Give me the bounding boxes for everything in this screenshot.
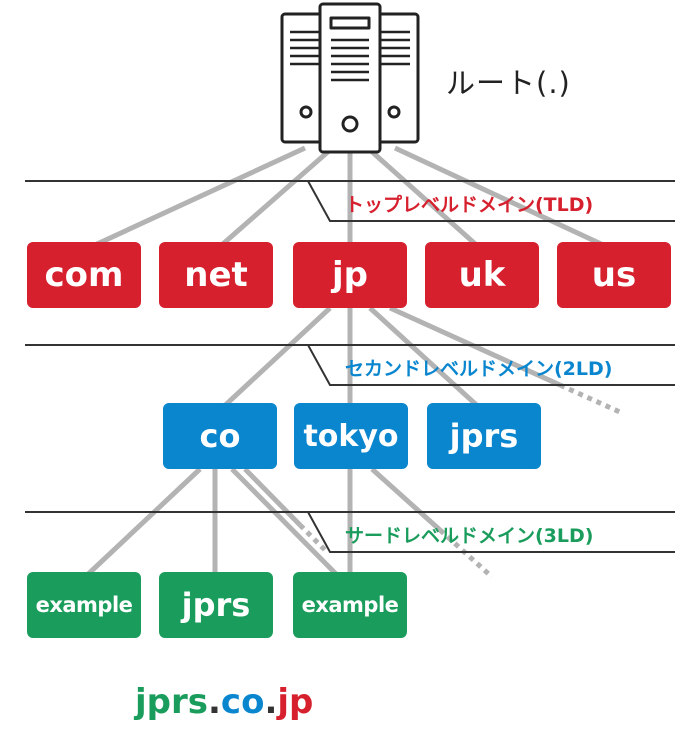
edge-co-more (243, 467, 302, 527)
tld-level-label: トップレベルドメイン(TLD) (345, 194, 594, 216)
server-rack-icon (280, 2, 420, 154)
domain-part-jp: jp (277, 682, 314, 722)
edge-jp-more (388, 305, 562, 388)
thld-node-example-2: example (293, 572, 407, 638)
dots-sld-more (558, 382, 624, 416)
tld-node-net: net (159, 242, 273, 308)
tld-separator (25, 180, 675, 222)
tld-node-jp: jp (293, 242, 407, 308)
sld-separator (25, 344, 675, 386)
edge-tokyo-more (370, 467, 442, 532)
tld-node-us: us (557, 242, 671, 308)
tld-node-com: com (27, 242, 141, 308)
thld-level-label: サードレベルドメイン(3LD) (345, 525, 594, 547)
edge-root-com (82, 145, 307, 253)
domain-dot-2: . (264, 682, 278, 722)
thld-node-jprs: jprs (159, 572, 273, 638)
domain-dot-1: . (208, 682, 221, 722)
example-domain: jprs.co.jp (135, 682, 313, 722)
root-label: ルート(.) (446, 66, 571, 100)
tld-node-uk: uk (425, 242, 539, 308)
sld-node-jprs: jprs (427, 403, 541, 469)
sld-level-label: セカンドレベルドメイン(2LD) (345, 358, 613, 380)
thld-separator (25, 511, 675, 553)
sld-node-co: co (163, 403, 277, 469)
edge-jp-jprs (368, 306, 484, 412)
edge-co-example2 (230, 467, 342, 580)
dots-tokyo-more (438, 528, 494, 579)
domain-part-jprs: jprs (135, 682, 208, 722)
edge-co-example (82, 467, 202, 580)
sld-node-tokyo: tokyo (294, 403, 408, 469)
thld-node-example: example (27, 572, 141, 638)
edge-root-uk (368, 148, 484, 252)
edge-jp-co (218, 306, 332, 412)
dots-co-more (298, 523, 330, 555)
domain-part-co: co (220, 682, 265, 722)
edge-root-net (214, 148, 332, 252)
edge-root-us (393, 145, 616, 253)
